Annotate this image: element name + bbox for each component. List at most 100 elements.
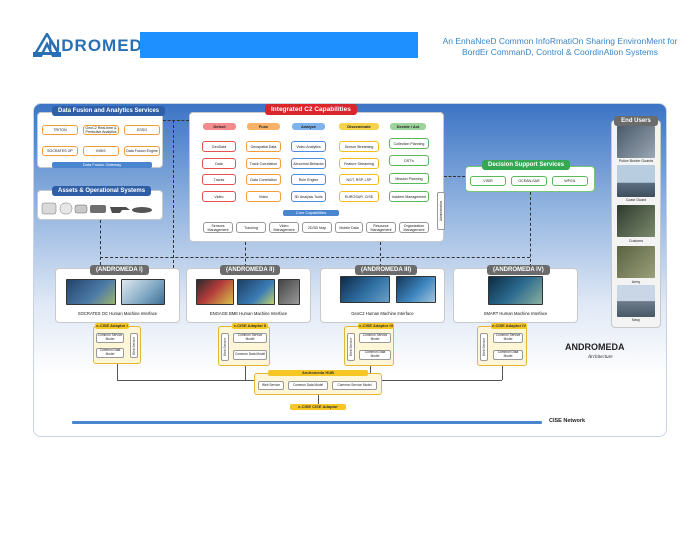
c2-item: EUROSUR, CISE bbox=[339, 191, 379, 202]
connector bbox=[245, 366, 246, 380]
common-service-model: Common Service Model bbox=[96, 333, 124, 343]
hmi-screen bbox=[121, 279, 165, 305]
common-service-model: Common Service Model bbox=[493, 333, 523, 343]
c2-item: Sensor Streaming bbox=[339, 141, 379, 152]
data-fusion-item: INSIS bbox=[83, 146, 119, 156]
common-data-model: Common Data Model bbox=[96, 348, 124, 358]
common-service-model: Common Service Model bbox=[359, 333, 391, 343]
hub-item: Common Data Model bbox=[288, 381, 328, 390]
node-title: (ANDROMEDA IV) bbox=[487, 265, 550, 275]
andromeda-logo-icon bbox=[33, 33, 61, 57]
c2-item: DST's bbox=[389, 155, 429, 166]
architecture-title: ANDROMEDA bbox=[565, 342, 625, 352]
c2-col-header-disseminate: Disseminate bbox=[339, 123, 379, 130]
c2-item: Data bbox=[202, 158, 236, 169]
end-user-label: Army bbox=[631, 280, 641, 284]
connector bbox=[117, 380, 254, 381]
dss-title: Decision Support Services bbox=[482, 160, 571, 170]
c2-item: Incident Management bbox=[389, 191, 429, 202]
common-data-model: Common Data Model bbox=[493, 350, 523, 360]
c2-item: Data Correlation bbox=[246, 174, 281, 185]
core-item: Tracking bbox=[236, 222, 266, 233]
c2-item: Abnormal Behavior bbox=[291, 158, 326, 169]
hmi-screen bbox=[488, 276, 543, 305]
c2-item: Mission Planning bbox=[389, 173, 429, 184]
c2-item: Collection Planning bbox=[389, 138, 429, 149]
core-item: Video Management bbox=[269, 222, 299, 233]
core-item: 2D/3D Map bbox=[302, 222, 332, 233]
architecture-subtitle: Architecture bbox=[588, 355, 613, 360]
adaptor-title: e-CISE Adaptor II bbox=[232, 323, 268, 329]
connector bbox=[100, 220, 101, 265]
hmi-label: SMART Human Machine Interface bbox=[483, 311, 548, 316]
adaptor-title: e-CISE Adaptor IV bbox=[491, 323, 527, 329]
tagline-line-1: An EnhaNceD Common InfoRmatiOn Sharing E… bbox=[442, 36, 678, 46]
data-fusion-item: ESSG bbox=[124, 125, 160, 135]
c2-col-header-analyze: Analyze bbox=[292, 123, 325, 130]
web-service-label: Web Service bbox=[480, 333, 488, 361]
core-item: Mobile Data bbox=[335, 222, 363, 233]
c2-item: GeoData bbox=[202, 141, 236, 152]
hmi-label: SOCRATES OC Human Machine Interface bbox=[77, 311, 158, 316]
data-fusion-item: Data Fusion Engine bbox=[124, 146, 160, 156]
node-title: (ANDROMEDA II) bbox=[220, 265, 281, 275]
end-user-label: Navy bbox=[631, 318, 641, 322]
core-item: Sensors Management bbox=[203, 222, 233, 233]
hmi-label: ENGAGE BME Human Machine Interface bbox=[209, 311, 288, 316]
c2-item: Rule Engine bbox=[291, 174, 326, 185]
core-capabilities-title: Core Capabilities bbox=[283, 210, 339, 216]
c2-item: Track Correlation bbox=[246, 158, 281, 169]
cise-adaptor: e-CISE CISE Adaptor bbox=[290, 404, 346, 410]
administration-label: Administration bbox=[437, 192, 445, 230]
logo-banner bbox=[140, 32, 418, 58]
hmi-screen bbox=[196, 279, 234, 305]
hmi-screen bbox=[396, 276, 436, 303]
c2-col-header-decide: Decide / Act bbox=[390, 123, 426, 130]
connector bbox=[530, 192, 531, 267]
army-image bbox=[617, 246, 655, 278]
connector bbox=[380, 242, 381, 267]
hmi-screen bbox=[237, 279, 275, 305]
assets-title: Assets & Operational Systems bbox=[52, 186, 152, 196]
web-service-label: Web Service bbox=[130, 333, 138, 358]
hmi-screen bbox=[278, 279, 300, 305]
logo-text: NDROMEDA bbox=[48, 36, 157, 55]
common-service-model: Common Service Model bbox=[233, 333, 267, 343]
c2-item: Feature Streaming bbox=[339, 158, 379, 169]
end-user-label: Police Border Guards bbox=[618, 159, 654, 163]
tagline-line-2: BordEr CommanD, Control & CoordinAtion S… bbox=[461, 47, 659, 57]
camera-icon bbox=[74, 204, 88, 214]
helicopter-icon bbox=[110, 207, 130, 213]
dss-item: WPGIL bbox=[552, 176, 588, 186]
connector bbox=[117, 364, 118, 380]
connector bbox=[444, 176, 465, 177]
c2-item: NGT, RSP, LSP bbox=[339, 174, 379, 185]
connector bbox=[100, 257, 530, 258]
connector bbox=[502, 366, 503, 380]
radar-icon bbox=[59, 202, 73, 215]
hub-title: Andromeda HUB bbox=[268, 370, 368, 376]
c2-item: Video bbox=[246, 191, 281, 202]
adaptor-title: e-CISE Adaptor I bbox=[95, 323, 129, 329]
data-fusion-item: TRITON bbox=[42, 125, 78, 135]
hub-item: Web Service bbox=[258, 381, 284, 390]
hmi-screen bbox=[340, 276, 390, 303]
end-user-label: Customs bbox=[628, 239, 644, 243]
connector bbox=[382, 380, 502, 381]
web-service-label: Web Service bbox=[347, 333, 355, 361]
connector bbox=[163, 120, 189, 121]
node-title: (ANDROMEDA I) bbox=[90, 265, 149, 275]
connector bbox=[173, 120, 174, 268]
data-fusion-gateway: Data Fusion Gateway bbox=[52, 162, 152, 168]
end-user-label: Coast Guard bbox=[625, 198, 647, 202]
data-fusion-panel: TRITON GeoC2 Real-time & Predictive Anal… bbox=[37, 112, 163, 168]
assets-icons bbox=[41, 202, 152, 215]
coast-guard-image bbox=[617, 165, 655, 197]
cise-network-bar bbox=[72, 421, 542, 424]
data-fusion-item: SOCRATES OP bbox=[42, 146, 78, 156]
connector bbox=[318, 393, 319, 405]
core-item: Organization Management bbox=[399, 222, 429, 233]
c2-col-header-fuse: Fuse bbox=[247, 123, 280, 130]
c2-item: Video bbox=[202, 191, 236, 202]
c2-col-header-detect: Detect bbox=[203, 123, 236, 130]
